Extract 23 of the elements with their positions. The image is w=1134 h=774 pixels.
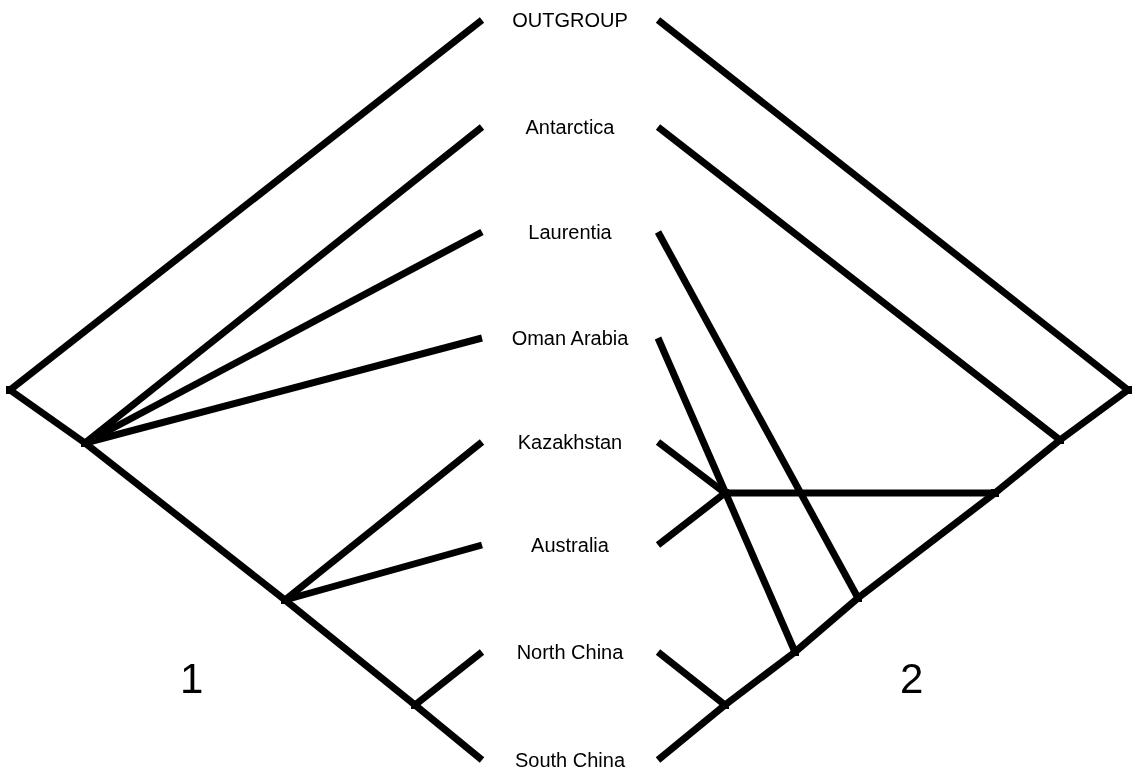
taxon-label: OUTGROUP xyxy=(512,8,628,32)
taxon-label: South China xyxy=(514,748,626,772)
tree-branch xyxy=(655,124,1063,443)
tree-number: 2 xyxy=(900,655,924,703)
tree-branch xyxy=(7,17,485,393)
tree-branch xyxy=(8,387,87,446)
taxon-label: North China xyxy=(516,640,624,664)
tree-branch xyxy=(992,437,1063,496)
tree-branch xyxy=(412,702,485,763)
tree-branch xyxy=(655,17,1131,393)
branch-node xyxy=(991,489,999,497)
taxon-label: Kazakhstan xyxy=(517,430,623,454)
taxon-label: Australia xyxy=(531,533,609,557)
tree-branch xyxy=(1057,387,1131,443)
tree-branch xyxy=(412,649,485,708)
tree-branch xyxy=(655,702,728,763)
taxon-label: Laurentia xyxy=(528,220,612,244)
taxon-label: Oman Arabia xyxy=(511,326,629,350)
tree-branch xyxy=(722,649,798,708)
tree-branch xyxy=(654,230,862,600)
taxon-label: Antarctica xyxy=(525,115,615,139)
tree-branch xyxy=(655,649,728,708)
tree-number: 1 xyxy=(180,655,204,703)
